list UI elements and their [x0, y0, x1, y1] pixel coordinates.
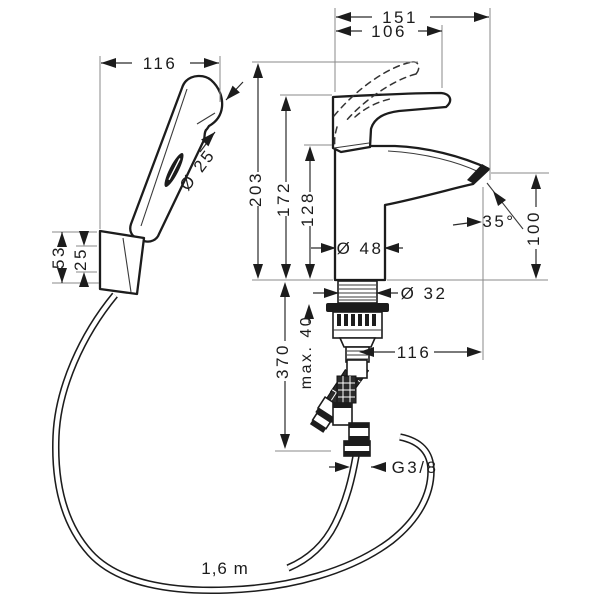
shower-hose-loop — [52, 292, 435, 595]
dim-bracket-offset: 25 — [71, 247, 90, 271]
faucet-handle — [331, 91, 452, 154]
dimension-annotations: 151 106 116 Ø 25 53 25 203 172 — [49, 8, 549, 578]
shower-control-button — [164, 152, 184, 188]
dim-below-counter-length: 370 — [273, 343, 292, 379]
dim-spout-reach: 106 — [371, 22, 407, 41]
dim-height-handle: 172 — [274, 181, 293, 217]
wall-bracket — [98, 229, 146, 296]
dim-shank-diameter: Ø 32 — [401, 284, 448, 303]
dim-max-counter-thickness: max. 40 — [298, 315, 315, 389]
dim-bracket-height: 53 — [49, 245, 68, 269]
dim-hose-length: 1,6 m — [201, 559, 249, 578]
dim-total-width: 151 — [382, 8, 418, 27]
dim-lower-reach: 116 — [397, 343, 432, 362]
dim-spray-angle: 35° — [482, 212, 515, 231]
dim-thread-size: G3/8 — [392, 458, 439, 477]
dim-base-diameter: Ø 48 — [337, 239, 384, 258]
aerator — [467, 164, 489, 184]
hand-shower — [129, 74, 224, 243]
dim-height-spout: 128 — [298, 191, 317, 227]
dim-height-overall: 203 — [246, 171, 265, 207]
faucet-body — [331, 61, 491, 282]
dim-outlet-height: 100 — [524, 210, 543, 246]
mounting-shank — [326, 280, 389, 457]
dim-handshower-width: 116 — [143, 54, 178, 73]
